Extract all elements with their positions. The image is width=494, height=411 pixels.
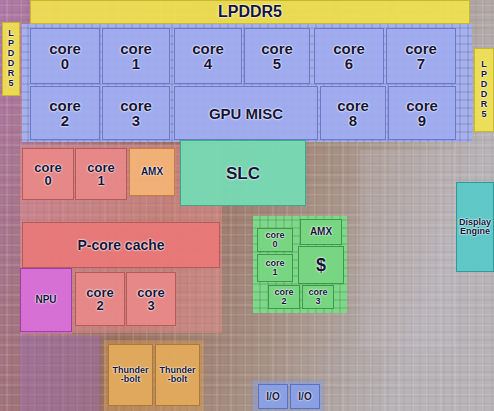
- cpu-core: core 3: [302, 285, 334, 309]
- gpu-core: core 4: [174, 28, 242, 84]
- cache-block: SLC: [180, 140, 306, 206]
- block-label: core 4: [192, 41, 224, 71]
- gpu-core: core 3: [102, 86, 170, 140]
- memory-band: LPDDR5: [2, 22, 20, 96]
- cpu-core: core 1: [257, 254, 293, 282]
- io-block: Thunder -bolt: [108, 344, 153, 406]
- gpu-core: core 7: [386, 28, 456, 84]
- block-label: core 3: [308, 288, 327, 306]
- block-label: LPDDR5: [218, 4, 282, 20]
- block-label: core 2: [49, 98, 81, 128]
- block-label: core 3: [120, 98, 152, 128]
- block-label: NPU: [35, 295, 56, 305]
- block-label: core 2: [86, 286, 113, 312]
- block-label: core 0: [49, 41, 81, 71]
- block-label: I/O: [266, 392, 279, 402]
- io-block: Thunder -bolt: [155, 344, 200, 406]
- io-block: I/O: [258, 384, 288, 409]
- io-block: I/O: [290, 384, 320, 409]
- matrix-unit: AMX: [129, 148, 175, 196]
- block-label: core 8: [337, 98, 369, 128]
- matrix-unit: AMX: [300, 219, 342, 245]
- cpu-core: core 2: [268, 285, 300, 309]
- gpu-core: core 9: [388, 86, 456, 140]
- block-label: I/O: [298, 392, 311, 402]
- block-label: Thunder -bolt: [113, 366, 149, 384]
- gpu-core: core 5: [244, 28, 310, 84]
- gpu-core: core 0: [30, 28, 100, 84]
- block-label: AMX: [141, 167, 163, 177]
- block-label: core 7: [405, 41, 437, 71]
- cpu-core: core 0: [257, 228, 293, 252]
- block-label: core 1: [87, 161, 114, 187]
- cpu-core: core 2: [75, 272, 125, 326]
- npu-block: NPU: [20, 268, 72, 332]
- gpu-core: core 2: [30, 86, 100, 140]
- display-block: Display Engine: [456, 182, 494, 272]
- block-label: core 1: [265, 259, 284, 277]
- memory-band: LPDDR5: [30, 0, 470, 24]
- block-label: SLC: [226, 165, 260, 182]
- block-label: $: [316, 256, 326, 274]
- block-label: core 0: [34, 161, 61, 187]
- block-label: core 0: [265, 231, 284, 249]
- block-label: P-core cache: [77, 238, 164, 252]
- block-label: core 5: [261, 41, 293, 71]
- cpu-core: core 1: [75, 148, 127, 200]
- cache-block: $: [298, 246, 344, 284]
- block-label: Thunder -bolt: [160, 366, 196, 384]
- block-label: LPDDR5: [480, 60, 489, 119]
- gpu-core: core 8: [320, 86, 386, 140]
- gpu-misc: GPU MISC: [174, 86, 318, 140]
- block-label: AMX: [310, 227, 332, 237]
- gpu-core: core 6: [314, 28, 384, 84]
- memory-band: LPDDR5: [474, 48, 494, 132]
- cpu-core: core 0: [22, 148, 74, 200]
- cpu-core: core 3: [126, 272, 176, 326]
- block-label: GPU MISC: [209, 106, 283, 121]
- block-label: Display Engine: [459, 218, 491, 236]
- cache-block: P-core cache: [22, 222, 220, 268]
- gpu-core: core 1: [102, 28, 170, 84]
- block-label: LPDDR5: [7, 29, 16, 88]
- block-label: core 3: [137, 286, 164, 312]
- block-label: core 6: [333, 41, 365, 71]
- block-label: core 1: [120, 41, 152, 71]
- block-label: core 9: [406, 98, 438, 128]
- block-label: core 2: [274, 288, 293, 306]
